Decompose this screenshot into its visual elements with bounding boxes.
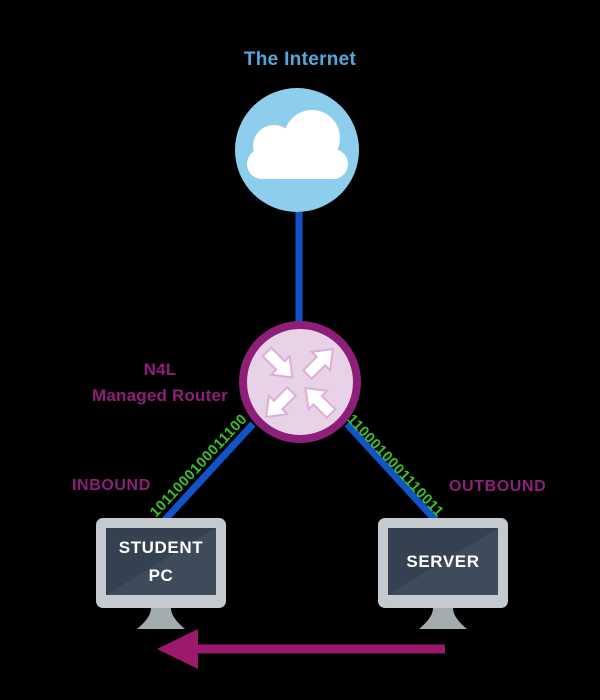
server-monitor: SERVER xyxy=(378,518,508,629)
student-pc-screen: STUDENT PC xyxy=(106,528,216,595)
server-screen: SERVER xyxy=(388,528,498,595)
server-label: SERVER xyxy=(406,552,480,571)
student-pc-label-line2: PC xyxy=(148,566,174,585)
internet-node xyxy=(235,88,359,212)
monitor-frame: SERVER xyxy=(378,518,508,608)
monitor-stand xyxy=(137,608,185,629)
router-node xyxy=(238,320,362,444)
router-label: N4L Managed Router xyxy=(35,357,285,409)
monitor-stand xyxy=(419,608,467,629)
router-server-link xyxy=(344,421,441,526)
router-arrows-icon xyxy=(239,321,361,443)
student-pc-monitor: STUDENT PC xyxy=(96,518,226,629)
inbound-label: INBOUND xyxy=(72,477,151,494)
router-studentpc-link xyxy=(159,421,256,526)
student-pc-label-line1: STUDENT xyxy=(118,538,204,557)
router-label-line2: Managed Router xyxy=(92,386,228,405)
internet-label: The Internet xyxy=(243,49,357,70)
left-arrow-icon xyxy=(157,629,445,669)
router-label-line1: N4L xyxy=(143,360,177,379)
cloud-icon xyxy=(247,110,348,179)
outbound-label: OUTBOUND xyxy=(449,478,547,495)
monitor-frame: STUDENT PC xyxy=(96,518,226,608)
